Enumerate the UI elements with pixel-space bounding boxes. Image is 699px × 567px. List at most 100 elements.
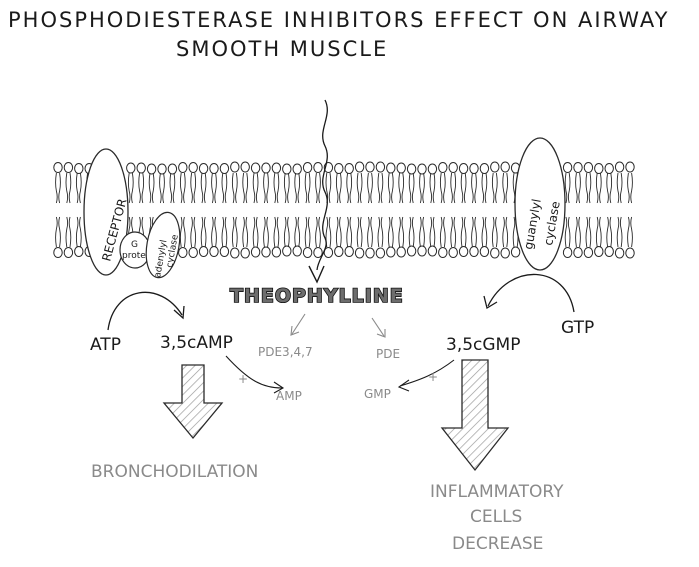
lipid-head-bottom <box>510 246 521 258</box>
lipid-tail-bottom <box>297 216 301 248</box>
lipid-tail-bottom <box>287 216 290 248</box>
lipid-head-bottom <box>396 246 406 258</box>
lipid-tail-top <box>200 172 204 204</box>
theophylline-label: THEOPHYLLINE <box>230 285 404 307</box>
lipid-head-top <box>438 162 448 173</box>
lipid-tail-top <box>339 172 342 204</box>
lipid-head-top <box>188 162 198 173</box>
g-protein-label-2: protein <box>122 251 154 261</box>
cgmp-label: 3,5cGMP <box>446 335 520 355</box>
lipid-tail-top <box>169 172 173 204</box>
bronchodilation-label: BRONCHODILATION <box>91 462 258 482</box>
lipid-tail-bottom <box>224 216 228 248</box>
lipid-tail-bottom <box>294 216 297 248</box>
lipid-tail-bottom <box>387 216 391 248</box>
lipid-head-bottom <box>271 246 282 258</box>
lipid-tail-bottom <box>193 216 197 248</box>
lipid-tail-bottom <box>595 216 599 248</box>
atp-arrowhead <box>173 305 185 320</box>
lipid-tail-top <box>599 172 602 204</box>
lipid-tail-bottom <box>606 216 609 248</box>
lipid-head-top <box>302 162 313 173</box>
lipid-tail-top <box>450 172 453 204</box>
lipid-tail-top <box>619 172 623 204</box>
lipid-tail-top <box>214 172 217 204</box>
gmp-label: GMP <box>364 387 391 401</box>
lipid-tail-bottom <box>283 216 287 248</box>
lipid-tail-bottom <box>231 216 235 248</box>
lipid-tail-top <box>422 172 425 204</box>
lipid-head-bottom <box>365 247 375 259</box>
lipid-tail-top <box>162 172 165 204</box>
lipid-head-bottom <box>261 246 271 258</box>
lipid-tail-bottom <box>367 216 370 248</box>
lipid-head-bottom <box>282 245 292 257</box>
lipid-tail-top <box>471 172 474 204</box>
lipid-tail-bottom <box>609 216 613 248</box>
receptor-shape <box>83 148 129 276</box>
lipid-tail-bottom <box>242 216 245 248</box>
lipid-head-top <box>458 163 469 174</box>
lipid-tail-top <box>141 172 145 204</box>
g-protein-shape <box>119 231 151 269</box>
lipid-tail-top <box>263 172 266 204</box>
lipid-head-bottom <box>604 246 614 257</box>
lipid-head-top <box>479 163 490 174</box>
lipid-tail-bottom <box>411 216 415 248</box>
lipid-tail-bottom <box>211 216 214 248</box>
lipid-tail-top <box>127 172 131 204</box>
cgmp-to-gmp-arrow <box>399 359 455 387</box>
lipid-tail-top <box>387 172 391 204</box>
lipid-head-top <box>469 163 479 174</box>
lipid-head-bottom <box>313 247 323 258</box>
lipid-head-bottom <box>63 247 74 258</box>
lipid-tail-bottom <box>79 216 82 248</box>
gtp-to-cgmp-arrow <box>487 273 575 313</box>
lipid-head-top <box>427 163 438 175</box>
lipid-head-top <box>334 163 344 174</box>
signal-squiggle <box>316 99 328 271</box>
lipid-head-bottom <box>479 246 490 257</box>
lipid-head-top <box>500 161 510 173</box>
lipid-tail-bottom <box>391 216 394 248</box>
lipid-tail-top <box>495 172 498 204</box>
lipid-head-top <box>282 163 292 175</box>
lipid-tail-top <box>359 172 363 204</box>
lipid-head-top <box>604 163 614 174</box>
theo-to-pde-arrow <box>371 317 385 337</box>
lipid-tail-bottom <box>419 216 422 248</box>
lipid-tail-bottom <box>471 216 474 248</box>
lipid-head-bottom <box>625 247 635 259</box>
lipid-tail-top <box>79 172 82 204</box>
lipid-tail-top <box>304 172 308 204</box>
lipid-tail-bottom <box>370 216 373 248</box>
lipid-tail-top <box>453 172 457 204</box>
theo-to-pde347-arrow <box>291 313 306 335</box>
lipid-head-top <box>271 162 282 174</box>
lipid-tail-bottom <box>505 216 509 248</box>
lipid-tail-bottom <box>266 216 269 248</box>
lipid-tail-bottom <box>65 216 69 248</box>
inflammatory-label-1: INFLAMMATORY <box>430 482 564 502</box>
lipid-tail-top <box>616 172 620 204</box>
lipid-tail-bottom <box>75 216 79 248</box>
lipid-head-bottom <box>53 247 63 258</box>
lipid-tail-bottom <box>481 216 485 248</box>
lipid-tail-bottom <box>616 216 620 248</box>
lipid-tail-bottom <box>453 216 457 248</box>
lipid-tail-bottom <box>575 216 578 248</box>
title-line-2: SMOOTH MUSCLE <box>176 37 388 61</box>
g-protein-label-1: G <box>131 240 138 250</box>
lipid-head-top <box>250 162 261 174</box>
lipid-head-top <box>354 161 365 173</box>
lipid-tail-top <box>242 172 245 204</box>
lipid-tail-bottom <box>422 216 425 248</box>
lipid-tail-top <box>367 172 370 204</box>
lipid-tail-bottom <box>263 216 266 248</box>
lipid-head-bottom <box>458 246 469 257</box>
lipid-tail-bottom <box>252 216 256 248</box>
lipid-tail-bottom <box>495 216 498 248</box>
plus-right: + <box>428 370 438 384</box>
lipid-tail-top <box>408 172 412 204</box>
